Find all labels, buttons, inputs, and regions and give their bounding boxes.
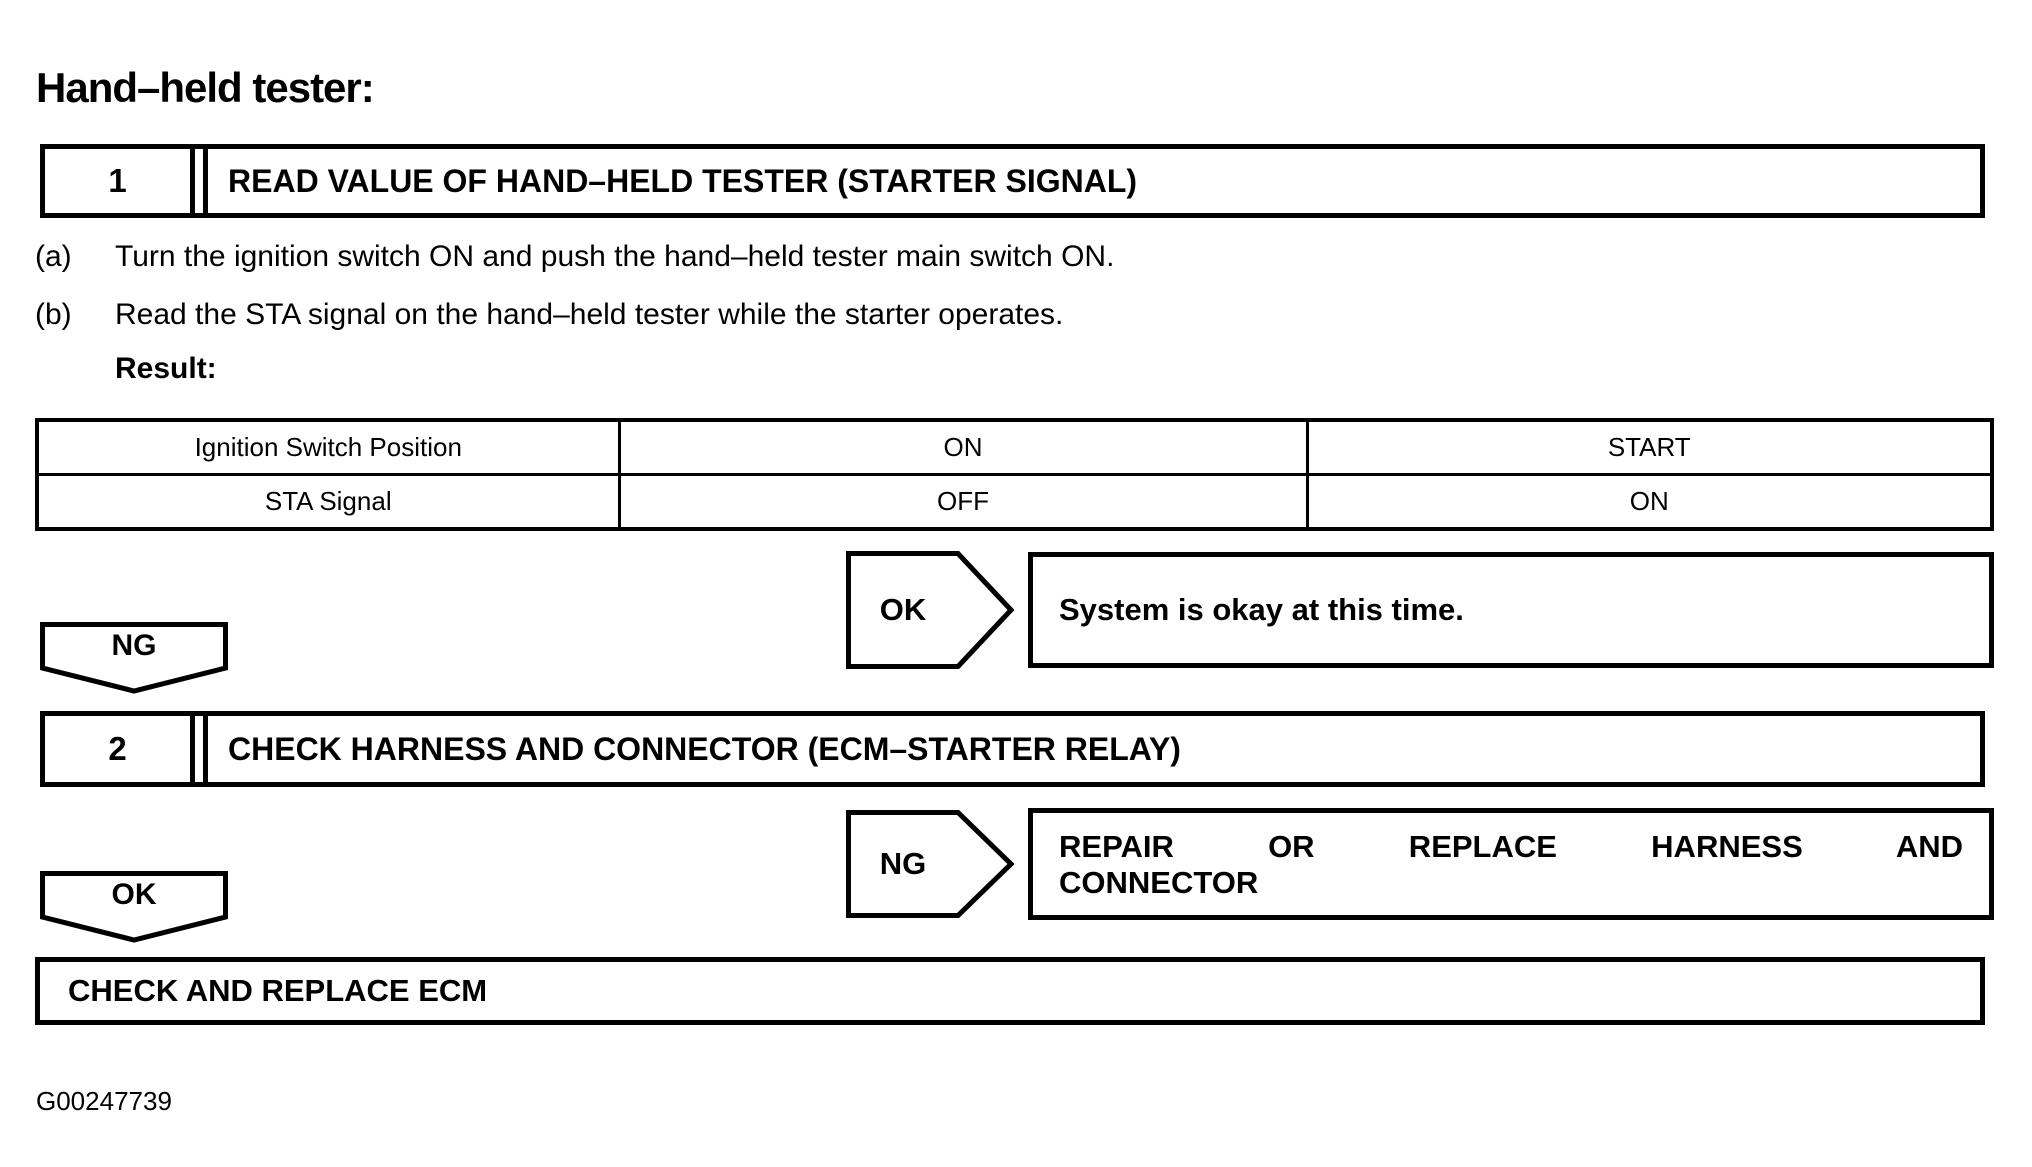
table-cell: Ignition Switch Position xyxy=(35,418,621,476)
step1-number: 1 xyxy=(45,149,195,213)
down-arrow-pentagon-icon xyxy=(40,622,228,694)
final-action-text: CHECK AND REPLACE ECM xyxy=(68,973,488,1008)
ok-branch-label: OK xyxy=(879,592,927,627)
table-row: STA Signal OFF ON xyxy=(35,473,1994,531)
ng-outcome-box: REPAIR OR REPLACE HARNESS AND CONNECTOR xyxy=(1028,808,1994,920)
table-cell: ON xyxy=(617,418,1309,476)
ng-outcome-text-line2: CONNECTOR xyxy=(1059,865,1259,900)
ok-flow-label: OK xyxy=(111,878,157,911)
ng-flow-label: NG xyxy=(111,629,157,662)
table-row: Ignition Switch Position ON START xyxy=(35,418,1994,476)
right-arrow-pentagon-icon xyxy=(846,551,1014,669)
page-title: Hand–held tester: xyxy=(36,64,375,111)
table-cell: START xyxy=(1305,418,1994,476)
item-marker: (b) xyxy=(35,298,72,331)
step1-title: READ VALUE OF HAND–HELD TESTER (STARTER … xyxy=(203,149,1980,213)
result-table: Ignition Switch Position ON START STA Si… xyxy=(35,418,1994,531)
table-cell: STA Signal xyxy=(35,473,621,531)
item-text: Turn the ignition switch ON and push the… xyxy=(115,240,1115,273)
table-cell: OFF xyxy=(617,473,1309,531)
step-divider-gap xyxy=(195,716,203,782)
ok-branch-tag: OK xyxy=(846,551,1014,669)
item-text: Read the STA signal on the hand–held tes… xyxy=(115,298,1064,331)
ok-outcome-text: System is okay at this time. xyxy=(1059,592,1464,627)
step2-header-box: 2 CHECK HARNESS AND CONNECTOR (ECM–START… xyxy=(40,711,1985,787)
ng-branch-tag: NG xyxy=(846,810,1014,918)
item-marker: (a) xyxy=(35,240,72,273)
ng-branch-label: NG xyxy=(879,846,927,881)
ng-flow-tag: NG xyxy=(40,622,228,694)
result-label: Result: xyxy=(115,352,217,385)
ng-outcome-text-line1: REPAIR OR REPLACE HARNESS AND xyxy=(1059,829,1963,864)
step1-header-box: 1 READ VALUE OF HAND–HELD TESTER (STARTE… xyxy=(40,144,1985,218)
final-action-box: CHECK AND REPLACE ECM xyxy=(35,957,1985,1025)
ok-outcome-box: System is okay at this time. xyxy=(1028,552,1994,668)
step-divider-gap xyxy=(195,149,203,213)
table-cell: ON xyxy=(1305,473,1994,531)
down-arrow-pentagon-icon xyxy=(40,871,228,943)
step2-number: 2 xyxy=(45,716,195,782)
right-arrow-pentagon-icon xyxy=(846,810,1014,918)
figure-id: G00247739 xyxy=(36,1086,172,1116)
step2-title: CHECK HARNESS AND CONNECTOR (ECM–STARTER… xyxy=(203,716,1980,782)
ok-flow-tag: OK xyxy=(40,871,228,943)
